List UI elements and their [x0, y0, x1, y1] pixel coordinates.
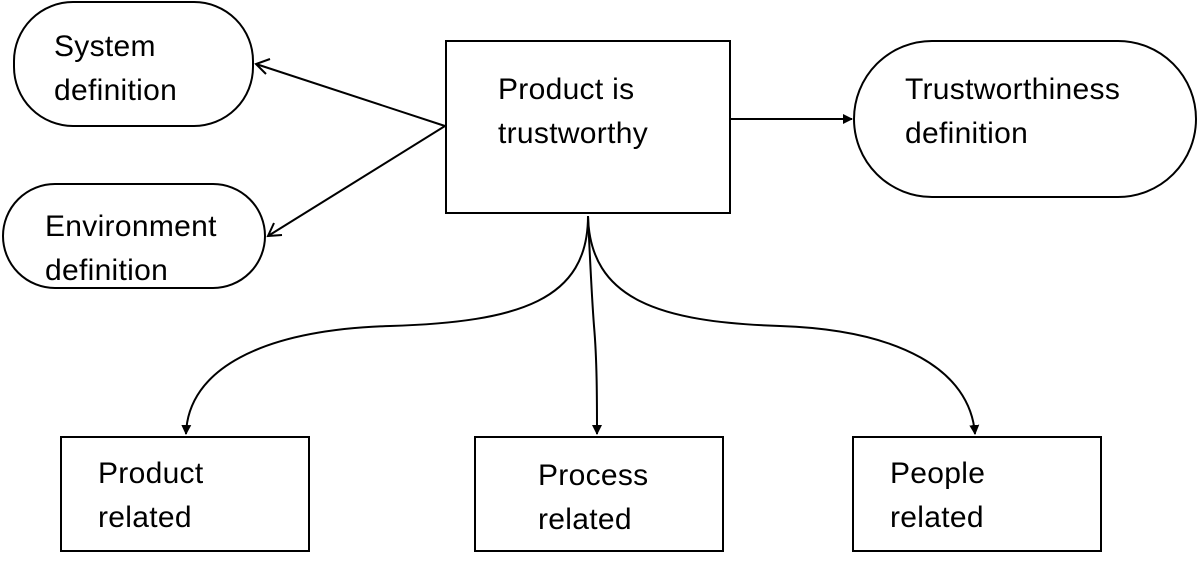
system-definition-line-1: System [54, 30, 156, 63]
trustworthiness-definition-line-1: Trustworthiness [905, 73, 1121, 106]
edge-trustworthy-to-product-related [181, 215, 589, 435]
process-related-label: Process related [538, 454, 648, 542]
product-related-label: Product related [98, 452, 204, 540]
people-related-node: People related [852, 436, 1102, 552]
people-related-line-2: related [890, 501, 984, 534]
system-definition-label: System definition [54, 25, 177, 113]
edge-trustworthy-to-system [254, 58, 446, 127]
product-is-trustworthy-label: Product is trustworthy [498, 68, 648, 156]
product-related-node: Product related [60, 436, 310, 552]
trustworthiness-definition-label: Trustworthiness definition [905, 68, 1120, 156]
edge-trustworthy-to-environment [266, 125, 446, 238]
edge-trustworthy-to-process-related [587, 215, 602, 435]
process-related-node: Process related [474, 436, 724, 552]
system-definition-line-2: definition [54, 74, 178, 107]
environment-definition-line-2: definition [45, 254, 169, 287]
trustworthiness-definition-node: Trustworthiness definition [853, 40, 1197, 198]
process-related-line-2: related [538, 503, 632, 536]
product-is-trustworthy-node: Product is trustworthy [445, 40, 731, 214]
process-related-line-1: Process [538, 459, 649, 492]
environment-definition-line-1: Environment [45, 210, 217, 243]
product-is-trustworthy-line-2: trustworthy [498, 117, 649, 150]
product-is-trustworthy-line-1: Product is [498, 73, 635, 106]
trustworthiness-definition-line-2: definition [905, 117, 1029, 150]
people-related-line-1: People [890, 457, 986, 490]
environment-definition-node: Environment definition [2, 183, 266, 289]
system-definition-node: System definition [13, 1, 254, 127]
environment-definition-label: Environment definition [45, 205, 217, 293]
people-related-label: People related [890, 452, 985, 540]
edge-trustworthy-to-people-related [587, 215, 980, 435]
product-related-line-2: related [98, 501, 192, 534]
product-related-line-1: Product [98, 457, 204, 490]
